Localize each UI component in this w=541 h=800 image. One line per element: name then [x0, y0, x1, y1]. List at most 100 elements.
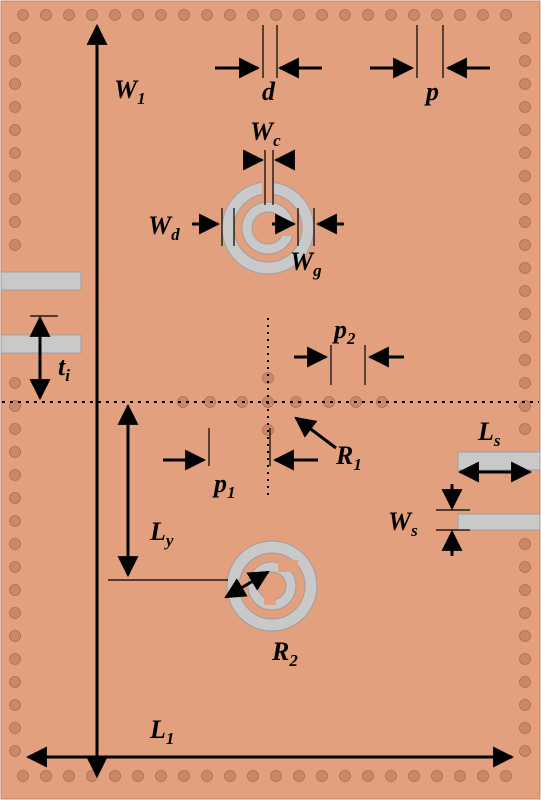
via-hole: [519, 285, 531, 297]
label-ti: ti: [58, 352, 70, 385]
via-hole: [519, 239, 531, 251]
via-hole: [9, 469, 21, 481]
via-hole: [9, 239, 21, 251]
via-hole: [519, 423, 531, 435]
via-hole: [9, 676, 21, 688]
via-hole: [17, 9, 29, 21]
via-hole: [9, 561, 21, 573]
via-hole: [201, 9, 213, 21]
via-hole: [9, 630, 21, 642]
via-hole: [9, 492, 21, 504]
via-hole: [519, 745, 531, 757]
label-p: p: [424, 77, 439, 106]
via-hole: [9, 653, 21, 665]
via-hole: [316, 9, 328, 21]
via-hole: [519, 584, 531, 596]
via-hole: [9, 745, 21, 757]
via-hole: [519, 193, 531, 205]
via-hole: [9, 377, 21, 389]
via-hole: [155, 9, 167, 21]
via-hole: [477, 9, 489, 21]
via-hole: [9, 55, 21, 67]
label-Ly: Ly: [149, 517, 174, 550]
via-hole: [270, 9, 282, 21]
via-hole: [9, 446, 21, 458]
via-hole: [339, 770, 351, 782]
label-Wg: Wg: [290, 247, 322, 280]
right-strip-top: [457, 451, 541, 471]
label-d: d: [262, 77, 276, 106]
via-hole: [109, 770, 121, 782]
via-hole: [224, 9, 236, 21]
right-strip-bottom: [457, 513, 541, 531]
label-p2: p2: [332, 315, 356, 348]
via-hole: [519, 101, 531, 113]
left-strip-top: [0, 271, 82, 291]
via-hole: [500, 770, 512, 782]
via-hole: [431, 770, 443, 782]
via-hole: [17, 770, 29, 782]
via-hole: [178, 770, 190, 782]
via-hole: [9, 515, 21, 527]
via-hole: [519, 216, 531, 228]
via-hole: [63, 770, 75, 782]
via-hole: [385, 9, 397, 21]
via-hole: [293, 770, 305, 782]
via-hole: [519, 630, 531, 642]
via-hole: [519, 354, 531, 366]
via-hole: [9, 193, 21, 205]
via-hole: [270, 770, 282, 782]
via-hole: [519, 308, 531, 320]
via-hole: [9, 538, 21, 550]
via-hole: [224, 770, 236, 782]
dimension-lines: [25, 23, 533, 779]
via-hole: [500, 9, 512, 21]
via-hole: [155, 770, 167, 782]
via-hole: [86, 9, 98, 21]
via-hole: [477, 770, 489, 782]
label-R2: R2: [271, 637, 298, 670]
via-hole: [519, 170, 531, 182]
via-hole: [519, 147, 531, 159]
label-R1: R1: [335, 441, 362, 474]
via-hole: [178, 9, 190, 21]
via-hole: [9, 607, 21, 619]
via-hole: [519, 653, 531, 665]
via-hole: [201, 770, 213, 782]
via-hole: [362, 770, 374, 782]
via-hole: [63, 9, 75, 21]
via-hole: [262, 372, 274, 384]
via-hole: [362, 9, 374, 21]
via-hole: [519, 607, 531, 619]
via-hole: [408, 770, 420, 782]
extension-lines: [30, 25, 470, 581]
via-hole: [293, 9, 305, 21]
via-hole: [519, 32, 531, 44]
via-hole: [9, 584, 21, 596]
via-hole: [40, 9, 52, 21]
via-hole: [9, 400, 21, 412]
via-hole: [519, 78, 531, 90]
via-hole: [519, 538, 531, 550]
via-hole: [9, 699, 21, 711]
via-hole: [9, 124, 21, 136]
via-hole: [40, 770, 52, 782]
via-hole: [519, 722, 531, 734]
via-hole: [9, 722, 21, 734]
via-hole: [519, 331, 531, 343]
via-hole: [454, 9, 466, 21]
via-hole: [385, 770, 397, 782]
via-hole: [519, 676, 531, 688]
label-L1: L1: [149, 715, 174, 748]
via-hole: [109, 9, 121, 21]
label-W1: W1: [114, 75, 146, 108]
via-hole: [519, 377, 531, 389]
via-hole: [519, 124, 531, 136]
via-hole: [9, 32, 21, 44]
via-hole: [247, 9, 259, 21]
via-hole: [339, 9, 351, 21]
label-Wd: Wd: [148, 211, 180, 244]
via-hole: [519, 55, 531, 67]
via-hole: [132, 770, 144, 782]
